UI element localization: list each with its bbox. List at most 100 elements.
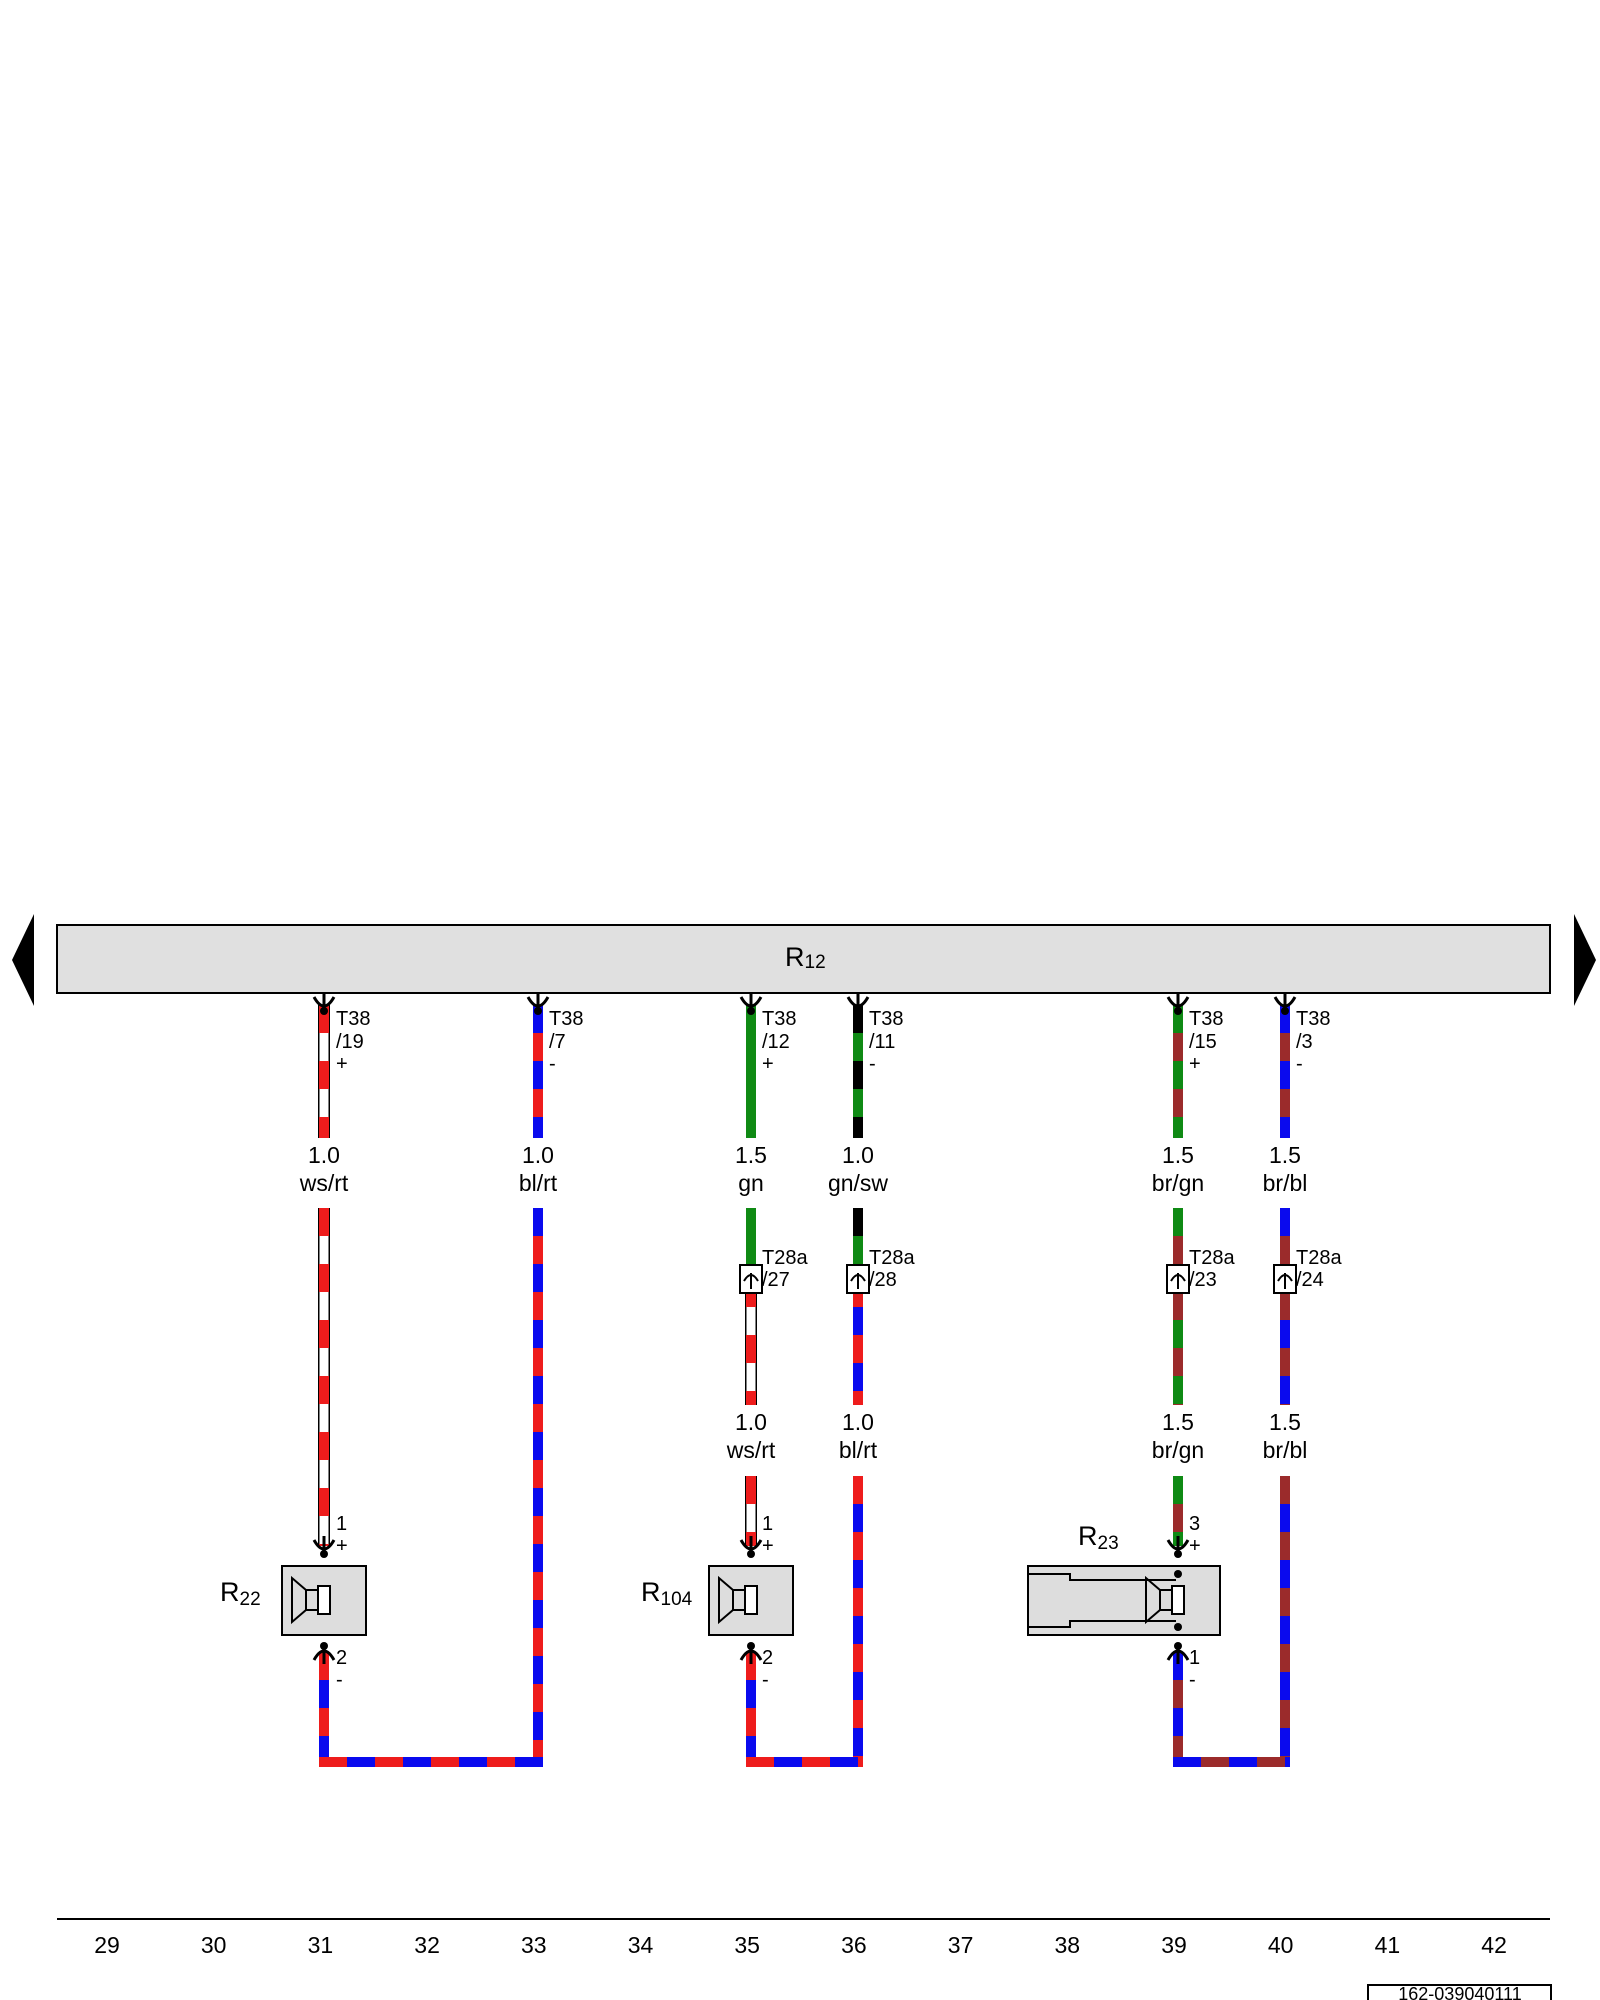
speaker-r23-housing-detail: [1028, 1573, 1176, 1628]
speaker-r104: R104 1 + 2 -: [641, 1513, 794, 1691]
speaker-pin-top: 1: [762, 1513, 773, 1535]
connector-pin: /28: [869, 1269, 897, 1291]
wire-color: gn/sw: [828, 1170, 888, 1196]
speaker-r22-label: R22: [220, 1577, 261, 1610]
speaker-r23-label: R23: [1078, 1521, 1119, 1554]
column-number-34: 34: [628, 1932, 654, 1958]
connector-name: T38: [1296, 1008, 1330, 1030]
connector-pin: /15: [1189, 1031, 1217, 1053]
speaker-pin-terminal-top-1: [739, 1536, 763, 1558]
wire-label: 1.5 gn: [735, 1142, 767, 1196]
pin-terminal-top-1: [526, 993, 550, 1015]
speaker-pin-terminal-bottom-2: [1166, 1642, 1190, 1664]
wire-size: 1.0: [735, 1409, 767, 1435]
connector-t38-19: T38 /19 +: [336, 1008, 370, 1075]
connector-pin: /11: [869, 1031, 895, 1053]
connector-t38-12: T38 /12 +: [762, 1008, 796, 1075]
connector-t28a-27: T28a /27: [762, 1247, 808, 1291]
connector-name: T28a: [1296, 1247, 1342, 1269]
connector-pin: /24: [1296, 1269, 1324, 1291]
speaker-pin-terminal-top-0: [312, 1536, 336, 1558]
connector-t28a-28: T28a /28: [869, 1247, 915, 1291]
wire-size: 1.0: [842, 1409, 874, 1435]
speaker-pin-top: 1: [336, 1513, 347, 1535]
connector-t28a-24: T28a /24: [1296, 1247, 1342, 1291]
junction-dot: [1174, 1570, 1182, 1578]
middle-connector-labels: T28a /27 T28a /28 T28a /23 T28a /24: [762, 1247, 1342, 1291]
connector-pin: /7: [549, 1031, 566, 1053]
speaker-r22: R22 1 + 2 -: [220, 1513, 367, 1691]
next-page-arrow-icon[interactable]: [1574, 914, 1596, 1006]
connector-polarity: -: [1296, 1053, 1303, 1075]
connector-polarity: +: [1189, 1053, 1201, 1075]
wire-color: br/gn: [1152, 1437, 1204, 1463]
connector-polarity: +: [762, 1053, 774, 1075]
wire-size: 1.5: [1162, 1142, 1194, 1168]
pin-terminal-top-2: [739, 993, 763, 1015]
wire-label: 1.0 ws/rt: [726, 1409, 776, 1463]
connector-pin: /19: [336, 1031, 364, 1053]
wire-label: 1.0 bl/rt: [839, 1409, 878, 1463]
wire-label: 1.0 ws/rt: [299, 1142, 349, 1196]
connectors-layer: [312, 993, 1297, 1664]
connector-t38-11: T38 /11 -: [869, 1008, 903, 1075]
speaker-sign-bottom: -: [336, 1669, 343, 1691]
connector-t38-15: T38 /15 +: [1189, 1008, 1223, 1075]
wire-size: 1.5: [735, 1142, 767, 1168]
inline-connector-0: [739, 1264, 763, 1294]
component-r12-subscript: 12: [805, 952, 826, 973]
column-number-40: 40: [1268, 1932, 1294, 1958]
connector-pin: /3: [1296, 1031, 1313, 1053]
wire-size: 1.5: [1269, 1409, 1301, 1435]
reference-number-box: 162-039040111: [1367, 1984, 1552, 2000]
wires-layer: [318, 1005, 1290, 1767]
connector-pin: /23: [1189, 1269, 1217, 1291]
top-connector-labels: T38 /19 + T38 /7 - T38 /12 + T38 /11 - T…: [336, 1008, 1330, 1075]
speaker-pin-bottom: 2: [336, 1647, 347, 1669]
pin-terminal-top-4: [1166, 993, 1190, 1015]
connector-name: T38: [1189, 1008, 1223, 1030]
connector-name: T28a: [1189, 1247, 1235, 1269]
wire-label: 1.0 gn/sw: [828, 1142, 888, 1196]
inline-connector-2: [1166, 1264, 1190, 1294]
column-number-38: 38: [1055, 1932, 1081, 1958]
connector-t38-7: T38 /7 -: [549, 1008, 583, 1075]
connector-name: T38: [762, 1008, 796, 1030]
wire-label: 1.0 bl/rt: [519, 1142, 558, 1196]
upper-wire-labels: 1.0 ws/rt 1.0 bl/rt 1.5 gn 1.0 gn/sw 1.5…: [299, 1142, 1308, 1196]
speaker-pin-bottom: 1: [1189, 1647, 1200, 1669]
speaker-sign-bottom: -: [762, 1669, 769, 1691]
column-number-36: 36: [841, 1932, 867, 1958]
previous-page-arrow-icon[interactable]: [12, 914, 34, 1006]
speaker-sign-top: +: [762, 1535, 774, 1557]
wire-color: gn: [738, 1170, 764, 1196]
speaker-sign-top: +: [336, 1535, 348, 1557]
speaker-pin-top: 3: [1189, 1513, 1200, 1535]
speaker-pin-terminal-bottom-1: [739, 1642, 763, 1664]
speaker-r104-label: R104: [641, 1577, 693, 1610]
connector-t28a-23: T28a /23: [1189, 1247, 1235, 1291]
pin-terminal-top-5: [1273, 993, 1297, 1015]
wire-color: ws/rt: [299, 1170, 349, 1196]
connector-polarity: +: [336, 1053, 348, 1075]
wire-label: 1.5 br/bl: [1263, 1142, 1308, 1196]
wire-color: br/bl: [1263, 1170, 1308, 1196]
wire-size: 1.0: [842, 1142, 874, 1168]
wire-label: 1.5 br/gn: [1152, 1409, 1204, 1463]
connector-pin: /27: [762, 1269, 790, 1291]
speaker-sign-top: +: [1189, 1535, 1201, 1557]
speaker-sign-bottom: -: [1189, 1669, 1196, 1691]
connector-name: T28a: [762, 1247, 808, 1269]
wire-color: ws/rt: [726, 1437, 776, 1463]
speaker-pin-bottom: 2: [762, 1647, 773, 1669]
connector-name: T38: [549, 1008, 583, 1030]
speaker-pin-terminal-top-2: [1166, 1536, 1190, 1558]
wire-label: 1.5 br/gn: [1152, 1142, 1204, 1196]
junction-dot: [1174, 1623, 1182, 1631]
connector-t38-3: T38 /3 -: [1296, 1008, 1330, 1075]
speaker-r23: R23 3 + 1 -: [1027, 1513, 1221, 1691]
reference-number: 162-039040111: [1398, 1984, 1521, 2000]
connector-polarity: -: [549, 1053, 556, 1075]
